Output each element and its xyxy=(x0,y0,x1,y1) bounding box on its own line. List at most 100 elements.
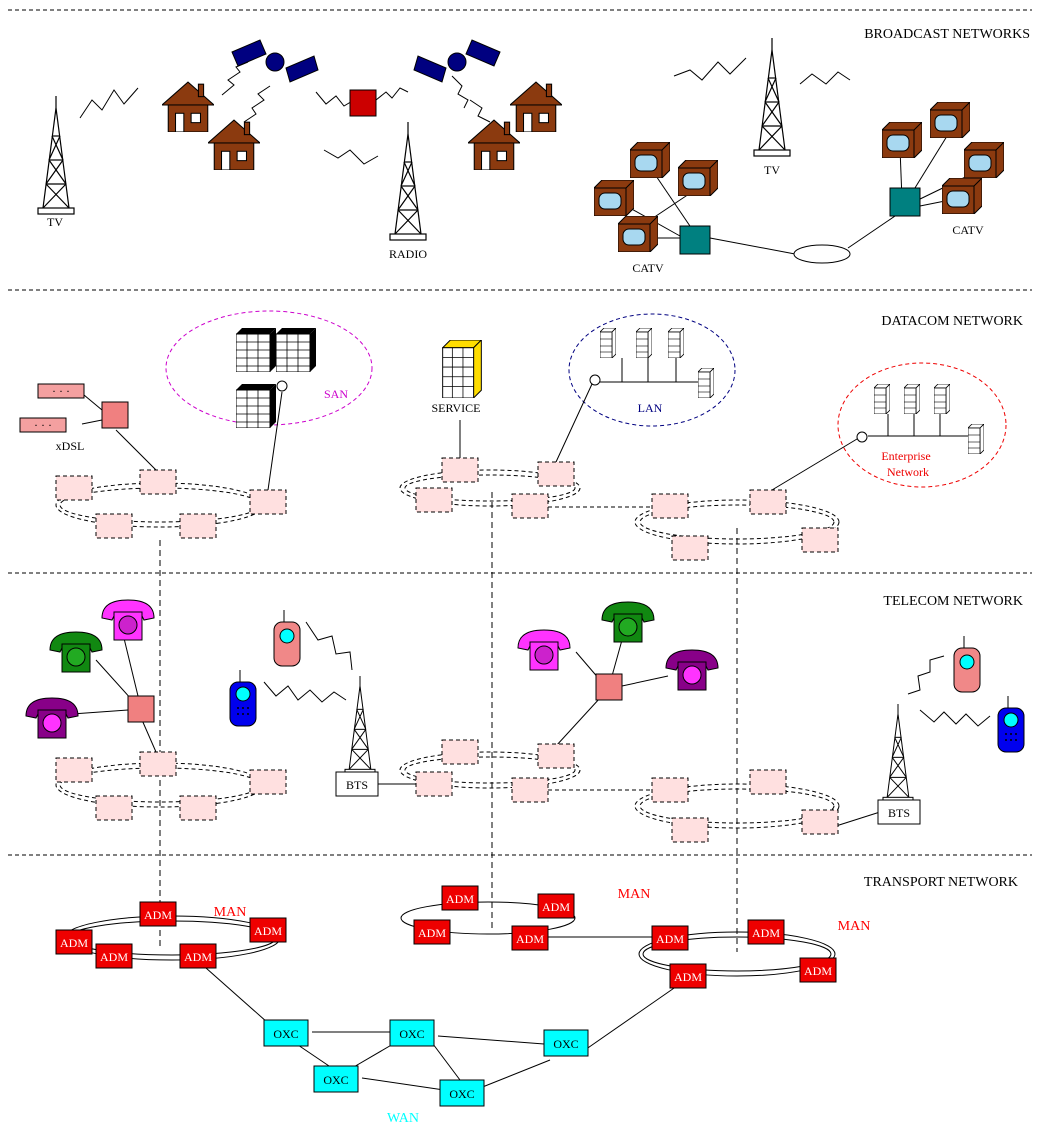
section-separators xyxy=(8,9,1032,856)
desk-phone-icon xyxy=(25,697,79,739)
satellite-icon xyxy=(413,39,501,83)
oxc-node: OXC xyxy=(263,1019,309,1047)
tv-set-icon xyxy=(930,102,970,138)
man-label: MAN xyxy=(214,905,247,920)
mobile-phone-icon xyxy=(273,610,301,667)
man-label: MAN xyxy=(838,919,871,934)
ring-node xyxy=(801,527,839,553)
oxc-node: OXC xyxy=(543,1029,589,1057)
bts-box xyxy=(335,771,379,797)
tv-set-icon xyxy=(618,216,658,252)
ring-node xyxy=(139,469,177,495)
radio-tower-icon xyxy=(389,121,427,241)
oxc-node: OXC xyxy=(313,1065,359,1093)
modem-dots: · · · xyxy=(34,418,52,432)
oxc-label: OXC xyxy=(273,1027,298,1041)
tv-label: TV xyxy=(47,215,63,229)
telecom-links xyxy=(71,621,991,827)
transport-section: ADM ADM ADM ADM ADM ADM ADM ADM ADM ADM … xyxy=(55,885,871,1126)
mobile-phone-icon xyxy=(229,670,257,727)
catv-splitter xyxy=(793,244,851,264)
oxc-label: OXC xyxy=(449,1087,474,1101)
desk-phone-icon xyxy=(517,629,571,671)
adm-nodes: ADM ADM ADM ADM ADM ADM ADM ADM ADM ADM … xyxy=(55,885,837,989)
lan-label: LAN xyxy=(638,401,663,415)
adm-node: ADM xyxy=(747,919,785,945)
broadcast-networks-title: BROADCAST NETWORKS xyxy=(864,27,1030,42)
adm-node: ADM xyxy=(651,925,689,951)
tv-set-icon xyxy=(882,122,922,158)
mobile-phone-icon xyxy=(953,636,981,693)
ring-node xyxy=(95,795,133,821)
man-label: MAN xyxy=(618,887,651,902)
adm-label: ADM xyxy=(184,950,212,964)
broadcast-section: TV RADIO TV xyxy=(37,37,1004,275)
telecom-section: BTS BTS xyxy=(25,599,1025,843)
bts-tower-icon xyxy=(344,675,376,775)
broadcast-hub xyxy=(349,89,377,117)
datacom-links xyxy=(81,358,970,491)
lan-server-icon xyxy=(698,368,714,398)
wan-label: WAN xyxy=(387,1111,419,1126)
service-label: SERVICE xyxy=(431,401,480,415)
adm-label: ADM xyxy=(254,924,282,938)
adm-node: ADM xyxy=(799,957,837,983)
radio-wave-icon xyxy=(221,61,249,96)
oxc-node: OXC xyxy=(389,1019,435,1047)
enterprise-cloud xyxy=(837,362,1007,488)
modem-dots: · · · xyxy=(52,384,70,398)
tv-set-icon xyxy=(594,180,634,216)
oxc-label: OXC xyxy=(399,1027,424,1041)
catv-label: CATV xyxy=(632,261,664,275)
enterprise-server-icon xyxy=(904,384,920,414)
house-icon xyxy=(162,81,214,132)
service-server-icon xyxy=(442,340,482,398)
radio-wave-icon xyxy=(305,621,353,671)
oxc-node: OXC xyxy=(439,1079,485,1107)
radio-wave-icon xyxy=(243,85,271,123)
adm-node: ADM xyxy=(249,917,287,943)
ring-node xyxy=(651,777,689,803)
adm-label: ADM xyxy=(542,900,570,914)
house-icon xyxy=(468,119,520,170)
desk-phone-icon xyxy=(665,649,719,691)
enterprise-server-icon xyxy=(934,384,950,414)
oxc-label: OXC xyxy=(323,1073,348,1087)
catv-headend-box xyxy=(679,225,711,255)
datacom-network-title: DATACOM NETWORK xyxy=(881,314,1023,329)
ring-node xyxy=(651,493,689,519)
tv-tower-icon xyxy=(753,37,791,157)
tv-label: TV xyxy=(764,163,780,177)
radio-wave-icon xyxy=(673,57,747,81)
adm-label: ADM xyxy=(674,970,702,984)
enterprise-server-icon xyxy=(874,384,890,414)
desk-phone-icon xyxy=(49,631,103,673)
ring-node xyxy=(441,457,479,483)
ring-node xyxy=(749,769,787,795)
lan-port xyxy=(589,374,601,386)
radio-wave-icon xyxy=(799,71,851,85)
dsl-access-router xyxy=(101,401,129,429)
datacom-section: · · · · · · xDSL SAN SERVICE LAN Enterpr… xyxy=(19,310,1007,561)
adm-label: ADM xyxy=(446,892,474,906)
adm-node: ADM xyxy=(511,925,549,951)
radio-wave-icon xyxy=(907,655,945,695)
adm-label: ADM xyxy=(418,926,446,940)
catv-network: CATV CATV xyxy=(594,102,1004,275)
storage-rack-icon xyxy=(236,328,276,372)
adm-node: ADM xyxy=(95,943,133,969)
oxc-nodes: OXC OXC OXC OXC OXC xyxy=(263,1019,589,1107)
adm-label: ADM xyxy=(752,926,780,940)
catv-label: CATV xyxy=(952,223,984,237)
enterprise-server-icon xyxy=(968,424,984,454)
ring-node xyxy=(671,817,709,843)
radio-wave-icon xyxy=(919,709,991,727)
ring-node xyxy=(671,535,709,561)
adm-node: ADM xyxy=(413,919,451,945)
tv-set-icon xyxy=(942,178,982,214)
adm-label: ADM xyxy=(804,964,832,978)
bts-tower-icon xyxy=(882,703,914,803)
adm-node: ADM xyxy=(179,943,217,969)
ring-node xyxy=(511,777,549,803)
